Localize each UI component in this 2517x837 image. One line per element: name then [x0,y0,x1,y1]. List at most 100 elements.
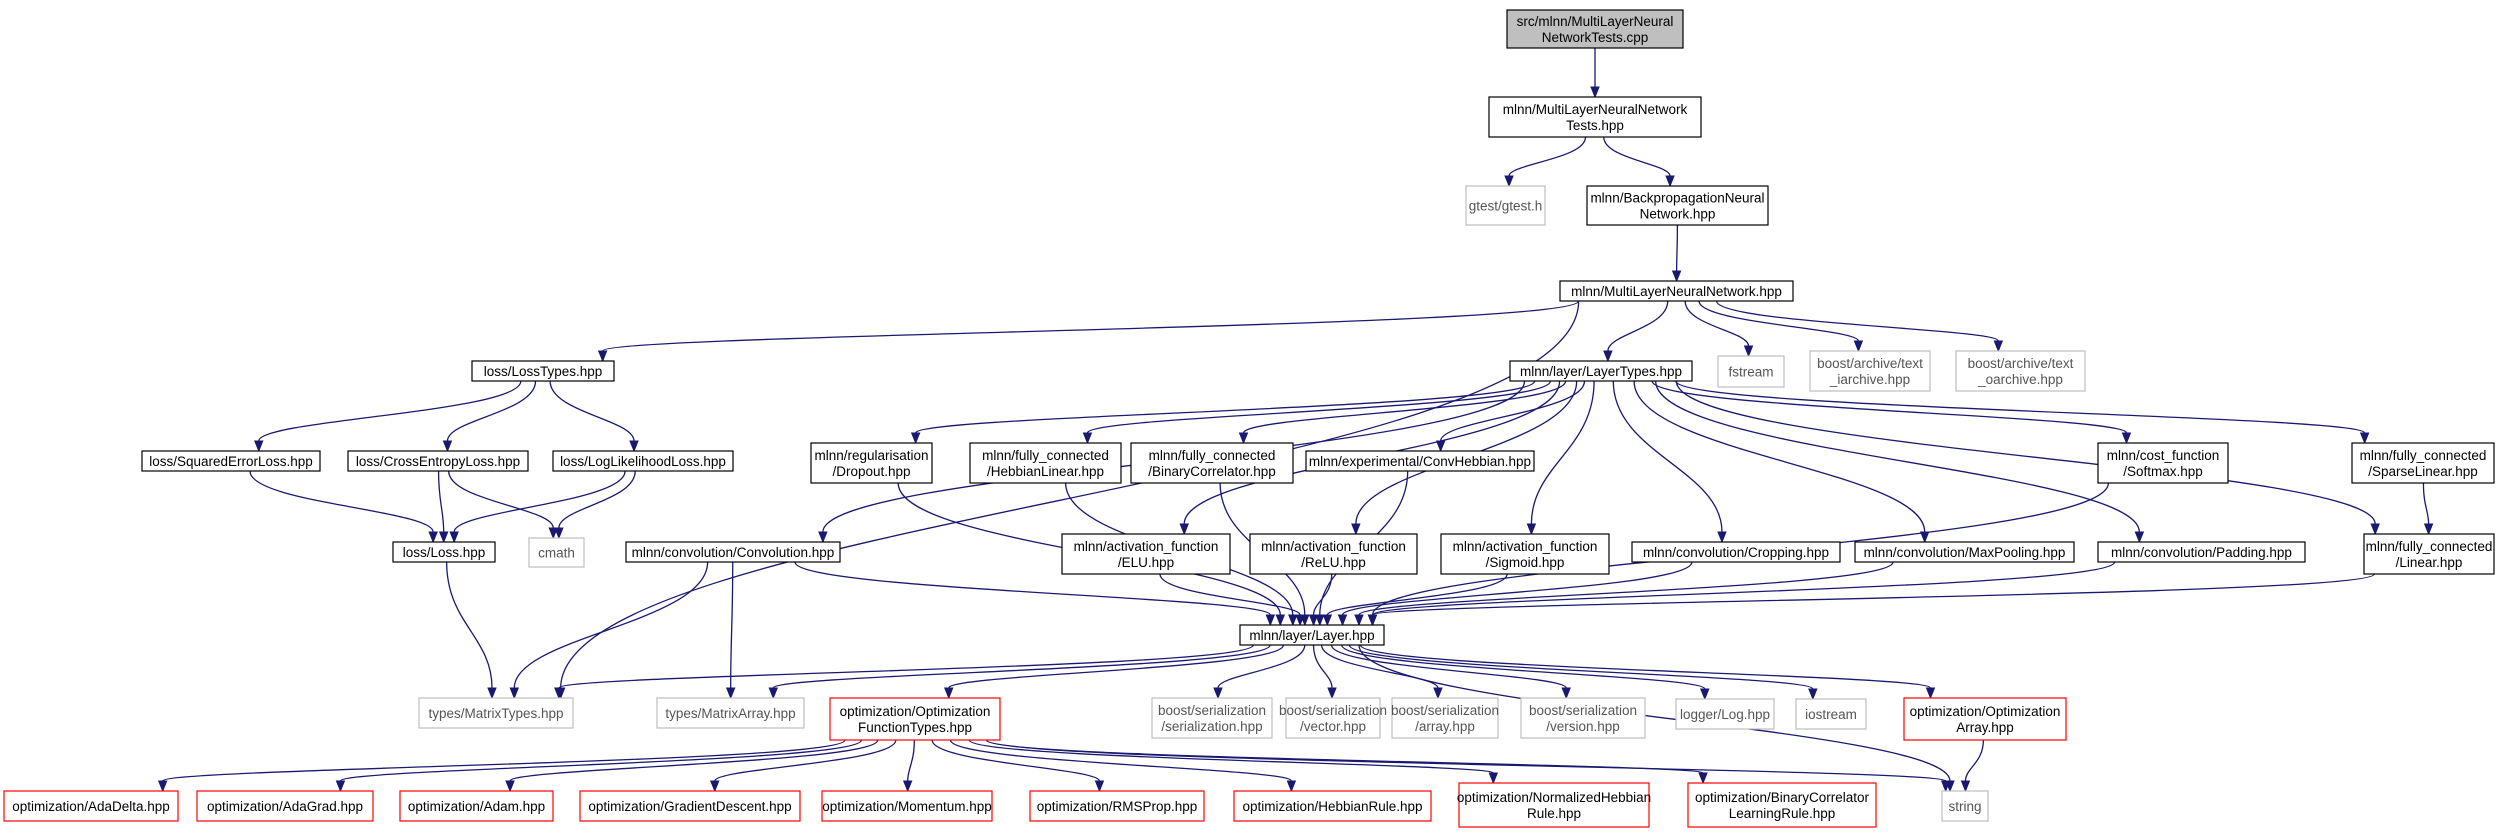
node-padding[interactable]: mlnn/convolution/Padding.hpp [2097,541,2306,563]
edge-oft-to-normhebb [968,739,1499,785]
node-box [1509,360,1693,382]
node-bincorrlr[interactable]: optimization/BinaryCorrelatorLearningRul… [1687,782,1877,828]
edge-oft-to-rmsprop [931,739,1105,793]
edge-relu-to-layer [1308,573,1333,627]
node-convhebb[interactable]: mlnn/experimental/ConvHebbian.hpp [1305,450,1535,472]
node-label-line: /Linear.hpp [2396,555,2463,570]
node-sigmoid[interactable]: mlnn/activation_function/Sigmoid.hpp [1440,533,1610,575]
node-adam[interactable]: optimization/Adam.hpp [399,790,554,822]
edge-crossent-to-cmath [448,470,558,540]
node-cropping[interactable]: mlnn/convolution/Cropping.hpp [1631,541,1841,563]
edge-layer-to-barr [1320,644,1443,700]
node-loss[interactable]: loss/Loss.hpp [392,541,496,563]
node-loglik[interactable]: loss/LogLikelihoodLoss.hpp [552,450,734,472]
node-dropout[interactable]: mlnn/regularisation/Dropout.hpp [810,442,933,484]
node-crossent[interactable]: loss/CrossEntropyLoss.hpp [347,450,529,472]
node-relu[interactable]: mlnn/activation_function/ReLU.hpp [1249,533,1418,575]
node-box [1941,790,1989,822]
node-box [141,450,321,472]
node-momentum[interactable]: optimization/Momentum.hpp [821,790,993,822]
edge-sigmoid-to-layer [1322,573,1508,627]
node-label-line: /SparseLinear.hpp [2368,464,2478,479]
node-label-line: mlnn/fully_connected [1149,448,1276,463]
node-sparselin[interactable]: mlnn/fully_connected/SparseLinear.hpp [2351,442,2495,484]
node-graddesc[interactable]: optimization/GradientDescent.hpp [579,790,801,822]
edge-layertypes-to-sigmoid [1526,380,1595,536]
edge-layertypes-to-cropping [1612,380,1727,544]
node-adagrad[interactable]: optimization/AdaGrad.hpp [196,790,374,822]
node-softmax[interactable]: mlnn/cost_function/Softmax.hpp [2097,442,2229,484]
node-oft[interactable]: optimization/OptimizationFunctionTypes.h… [829,697,1001,741]
node-box [1854,541,2075,563]
edge-mlnt-to-bpnn [1603,136,1675,188]
edge-mlnn-to-layertypes [1603,300,1669,363]
node-losstypes[interactable]: loss/LossTypes.hpp [471,360,615,382]
edge-layertypes-to-hebblin [1082,380,1552,445]
node-box [1061,533,1231,575]
node-root[interactable]: src/mlnn/MultiLayerNeuralNetworkTests.cp… [1506,9,1684,49]
node-fstream: fstream [1717,355,1785,388]
node-maxpool[interactable]: mlnn/convolution/MaxPooling.hpp [1854,541,2075,563]
node-sqerr[interactable]: loss/SquaredErrorLoss.hpp [141,450,321,472]
edge-mlnt-to-gtest [1504,136,1587,188]
node-label-line: mlnn/activation_function [1074,539,1219,554]
node-box [579,790,801,822]
node-box [347,450,529,472]
node-hebblin[interactable]: mlnn/fully_connected/HebbianLinear.hpp [969,442,1122,484]
node-box [1955,350,2086,392]
node-label-line: mlnn/activation_function [1261,539,1406,554]
node-label-line: boost/serialization [1391,703,1499,718]
node-rmsprop[interactable]: optimization/RMSProp.hpp [1029,790,1205,822]
node-box [829,697,1001,741]
node-mlnn[interactable]: mlnn/MultiLayerNeuralNetwork.hpp [1559,280,1794,302]
edge-layer-to-bver [1330,644,1571,700]
node-box [1675,698,1775,730]
node-label-line: iostream [1805,707,1857,722]
node-textoa: boost/archive/text_oarchive.hpp [1955,350,2086,392]
edge-conv-to-mtypes [509,561,709,700]
node-box [1233,790,1432,822]
node-box [399,790,554,822]
node-label-line: /array.hpp [1415,719,1475,734]
node-label-line: mlnn/MultiLayerNeuralNetwork [1503,102,1688,117]
node-label-line: optimization/HebbianRule.hpp [1242,799,1422,814]
node-elu[interactable]: mlnn/activation_function/ELU.hpp [1061,533,1231,575]
node-label-line: boost/serialization [1158,703,1266,718]
edge-oft-to-momentum [902,739,915,793]
node-linear[interactable]: mlnn/fully_connected/Linear.hpp [2363,533,2495,575]
node-label-line: optimization/RMSProp.hpp [1037,799,1198,814]
node-label-line: optimization/Momentum.hpp [822,799,992,814]
edge-sparselin-to-linear [2422,482,2434,536]
edges-layer [157,48,2434,793]
node-label-line: /serialization.hpp [1161,719,1262,734]
node-label-line: mlnn/layer/Layer.hpp [1249,628,1374,643]
edge-layer-to-mtypes [554,644,1254,700]
node-bincorr[interactable]: mlnn/fully_connected/BinaryCorrelator.hp… [1130,442,1294,484]
edge-mlnn-to-textia [1698,300,1864,353]
node-box [1458,782,1650,828]
node-label-line: loss/CrossEntropyLoss.hpp [356,454,520,469]
node-label-line: optimization/NormalizedHebbian [1457,790,1651,805]
node-iostream: iostream [1795,698,1867,730]
node-label-line: mlnn/layer/LayerTypes.hpp [1520,364,1682,379]
node-box [1465,185,1546,226]
node-hebbrule[interactable]: optimization/HebbianRule.hpp [1233,790,1432,822]
node-box [528,537,585,568]
node-label-line: boost/archive/text [1968,356,2074,371]
node-layertypes[interactable]: mlnn/layer/LayerTypes.hpp [1509,360,1693,382]
node-label-line: mlnn/BackpropagationNeural [1590,191,1764,206]
node-label-line: Tests.hpp [1566,118,1624,133]
node-label-line: loss/SquaredErrorLoss.hpp [149,454,313,469]
node-label-line: optimization/Optimization [840,704,991,719]
node-adadelta[interactable]: optimization/AdaDelta.hpp [3,790,179,822]
node-label-line: _oarchive.hpp [1977,372,2063,387]
node-box [2097,541,2306,563]
node-conv[interactable]: mlnn/convolution/Convolution.hpp [625,541,841,563]
node-layer[interactable]: mlnn/layer/Layer.hpp [1239,624,1385,646]
node-label-line: boost/archive/text [1817,356,1923,371]
node-box [3,790,179,822]
